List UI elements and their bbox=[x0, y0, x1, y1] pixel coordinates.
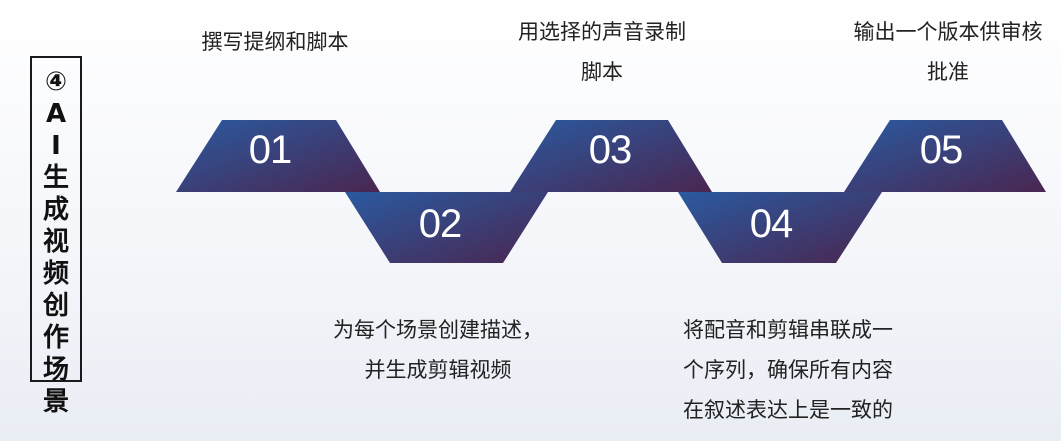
title-char: 作 bbox=[42, 323, 69, 353]
step-04-shape bbox=[678, 192, 882, 263]
step-05-caption: 输出一个版本供审核 批准 bbox=[835, 12, 1061, 92]
caption-line: 脚本 bbox=[581, 60, 623, 84]
step-03-shape bbox=[510, 120, 712, 192]
vertical-title: ④ A I 生 成 视 频 创 作 场 景 bbox=[30, 56, 82, 417]
title-char: 成 bbox=[42, 195, 69, 225]
step-04-caption: 将配音和剪辑串联成一 个序列，确保所有内容 在叙述表达上是一致的 bbox=[668, 310, 908, 430]
title-char: 创 bbox=[42, 291, 69, 321]
caption-line: 输出一个版本供审核 bbox=[853, 20, 1043, 44]
step-02-shape bbox=[345, 192, 548, 263]
caption-line: 并生成剪辑视频 bbox=[364, 358, 512, 382]
title-char: 生 bbox=[42, 163, 69, 193]
step-05-number: 05 bbox=[920, 128, 963, 172]
caption-line: 将配音和剪辑串联成一 bbox=[683, 318, 893, 342]
step-05-shape bbox=[844, 120, 1046, 192]
step-02-caption: 为每个场景创建描述， 并生成剪辑视频 bbox=[320, 310, 556, 390]
caption-line: 用选择的声音录制 bbox=[518, 20, 686, 44]
caption-line: 个序列，确保所有内容 bbox=[683, 358, 893, 382]
title-char: ④ bbox=[44, 67, 67, 97]
step-01-shape bbox=[176, 120, 380, 192]
caption-line: 在叙述表达上是一致的 bbox=[683, 398, 893, 422]
title-char: A bbox=[45, 99, 67, 129]
step-01-number: 01 bbox=[249, 128, 292, 172]
title-char: 频 bbox=[42, 259, 69, 289]
step-02-number: 02 bbox=[419, 202, 462, 246]
title-char: 场 bbox=[42, 355, 69, 385]
step-01-caption: 撰写提纲和脚本 bbox=[175, 22, 375, 62]
step-04-number: 04 bbox=[750, 202, 793, 246]
caption-line: 批准 bbox=[927, 60, 969, 84]
caption-line: 撰写提纲和脚本 bbox=[201, 30, 349, 54]
caption-line: 为每个场景创建描述， bbox=[333, 318, 543, 342]
title-char: 视 bbox=[42, 227, 69, 257]
title-char: I bbox=[51, 131, 61, 161]
title-char: 景 bbox=[42, 387, 69, 417]
step-03-caption: 用选择的声音录制 脚本 bbox=[497, 12, 707, 92]
step-03-number: 03 bbox=[589, 128, 632, 172]
